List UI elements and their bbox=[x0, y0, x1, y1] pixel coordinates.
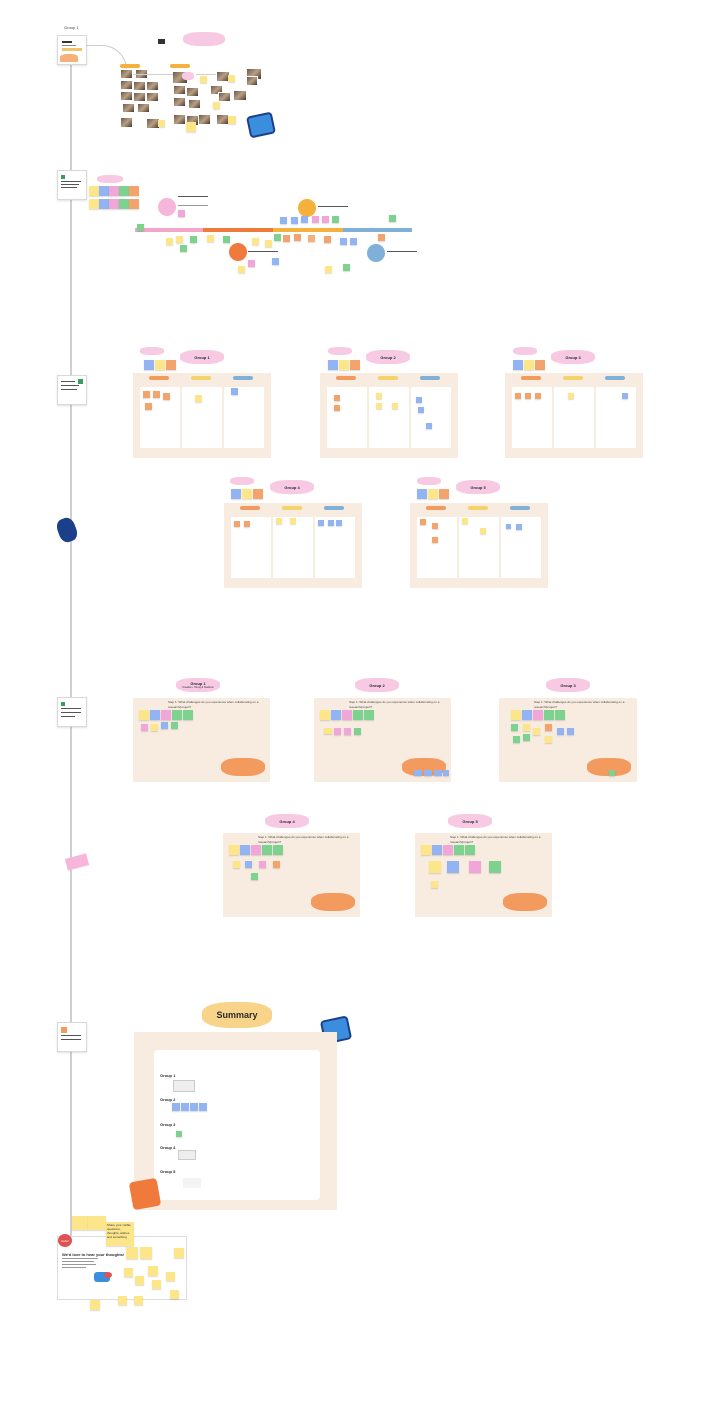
feedback-lines bbox=[62, 1258, 102, 1268]
s4-panel-5: Step 1: What challenges do you experienc… bbox=[415, 833, 552, 917]
s4-prompt-1: Step 1: What challenges do you experienc… bbox=[168, 700, 259, 709]
s4-prompt-4: Step 1: What challenges do you experienc… bbox=[258, 835, 349, 844]
group-title-3: Group 3 bbox=[565, 354, 581, 360]
stage-text-2 bbox=[248, 251, 278, 258]
s4-title-bubble-2: Group 2 bbox=[355, 678, 399, 692]
group-panel-5 bbox=[410, 503, 548, 588]
s4-prompt-5: Step 1: What challenges do you experienc… bbox=[450, 835, 541, 844]
stage-text-1 bbox=[178, 196, 208, 206]
toolbox-icon bbox=[245, 111, 277, 139]
s4-panel-1: Step 1: What challenges do you experienc… bbox=[133, 698, 270, 782]
pencil-icon bbox=[229, 243, 247, 261]
tools-icon bbox=[298, 199, 316, 217]
pink-tag bbox=[97, 175, 123, 183]
summary-title-bubble: Summary bbox=[202, 1002, 272, 1028]
s4-group-title-5: Group 5 bbox=[462, 818, 478, 824]
s4-group-title-3: Group 3 bbox=[560, 682, 576, 688]
slide-thumbnail-4[interactable] bbox=[57, 697, 87, 727]
s4-group-title-4: Group 4 bbox=[279, 818, 295, 824]
stage-text-4 bbox=[387, 251, 417, 258]
summary-row-5-note bbox=[183, 1178, 201, 1188]
feedback-note-2 bbox=[88, 1216, 106, 1230]
pink-callout bbox=[183, 32, 225, 46]
group-title-bubble-5: Group 5 bbox=[456, 480, 500, 494]
target-icon bbox=[367, 244, 385, 262]
group-title-2: Group 2 bbox=[380, 354, 396, 360]
summary-row-3-sticky bbox=[176, 1131, 182, 1137]
group-title-bubble-3: Group 3 bbox=[551, 350, 595, 364]
feedback-heading: We'd love to hear your thoughts! bbox=[62, 1252, 125, 1257]
summary-row-2: Group 2 bbox=[160, 1097, 176, 1102]
small-logo bbox=[158, 39, 165, 44]
summary-row-5: Group 5 bbox=[160, 1169, 176, 1174]
group-title-1: Group 1 bbox=[194, 354, 210, 360]
sticker-badge-amazing bbox=[54, 515, 80, 545]
summary-row-1: Group 1 bbox=[160, 1073, 176, 1078]
s4-title-bubble-5: Group 5 bbox=[448, 814, 492, 828]
left-connector-line bbox=[70, 60, 72, 1260]
s4-panel-3: Step 1: What challenges do you experienc… bbox=[499, 698, 637, 782]
group-panel-4 bbox=[224, 503, 362, 588]
search-icon bbox=[158, 198, 176, 216]
summary-row-4-note bbox=[178, 1150, 196, 1160]
s4-panel-4: Step 1: What challenges do you experienc… bbox=[223, 833, 360, 917]
heart-icon: Hello! bbox=[58, 1234, 72, 1247]
frame-label: Group 1 bbox=[64, 25, 79, 30]
s4-prompt-2: Step 1: What challenges do you experienc… bbox=[349, 700, 440, 709]
feedback-callout-text: Share your visible questions, thoughts, … bbox=[107, 1223, 131, 1239]
feedback-callout: Share your visible questions, thoughts, … bbox=[106, 1222, 134, 1246]
photo-collage bbox=[118, 62, 268, 140]
slide-thumbnail-5[interactable] bbox=[57, 1022, 87, 1052]
summary-title: Summary bbox=[216, 1010, 258, 1020]
group-title-bubble-1: Group 1 bbox=[180, 350, 224, 364]
heart-badge-text: Hello! bbox=[61, 1238, 69, 1243]
slide-thumbnail-3[interactable] bbox=[57, 375, 87, 405]
group-title-4: Group 4 bbox=[284, 484, 300, 490]
group-title-bubble-2: Group 2 bbox=[366, 350, 410, 364]
s4-panel-2: Step 1: What challenges do you experienc… bbox=[314, 698, 451, 782]
s4-prompt-3: Step 1: What challenges do you experienc… bbox=[534, 700, 625, 709]
s4-group-title-1: Group 1 bbox=[190, 681, 206, 686]
slide-thumbnail-1[interactable] bbox=[57, 35, 87, 65]
slide-thumbnail-2[interactable] bbox=[57, 170, 87, 200]
summary-panel bbox=[134, 1032, 337, 1210]
pencil-sticker bbox=[128, 1177, 162, 1211]
group-title-5: Group 5 bbox=[470, 484, 486, 490]
group-title-bubble-4: Group 4 bbox=[270, 480, 314, 494]
group-panel-2 bbox=[320, 373, 458, 458]
s4-group-title-2: Group 2 bbox=[369, 682, 385, 688]
summary-row-3: Group 3 bbox=[160, 1122, 176, 1127]
s4-title-bubble-4: Group 4 bbox=[265, 814, 309, 828]
summary-row-1-note bbox=[173, 1080, 195, 1092]
s4-title-bubble-3: Group 3 bbox=[546, 678, 590, 692]
summary-row-4: Group 4 bbox=[160, 1145, 176, 1150]
feedback-note-1 bbox=[72, 1216, 88, 1230]
s4-subtitle-1: Creative • Young & Studious bbox=[182, 686, 214, 689]
group-panel-1 bbox=[133, 373, 271, 458]
timeline-bar bbox=[135, 228, 412, 232]
group-panel-3 bbox=[505, 373, 643, 458]
sticker-note-pink bbox=[64, 853, 90, 871]
stage-text-3 bbox=[318, 206, 348, 213]
